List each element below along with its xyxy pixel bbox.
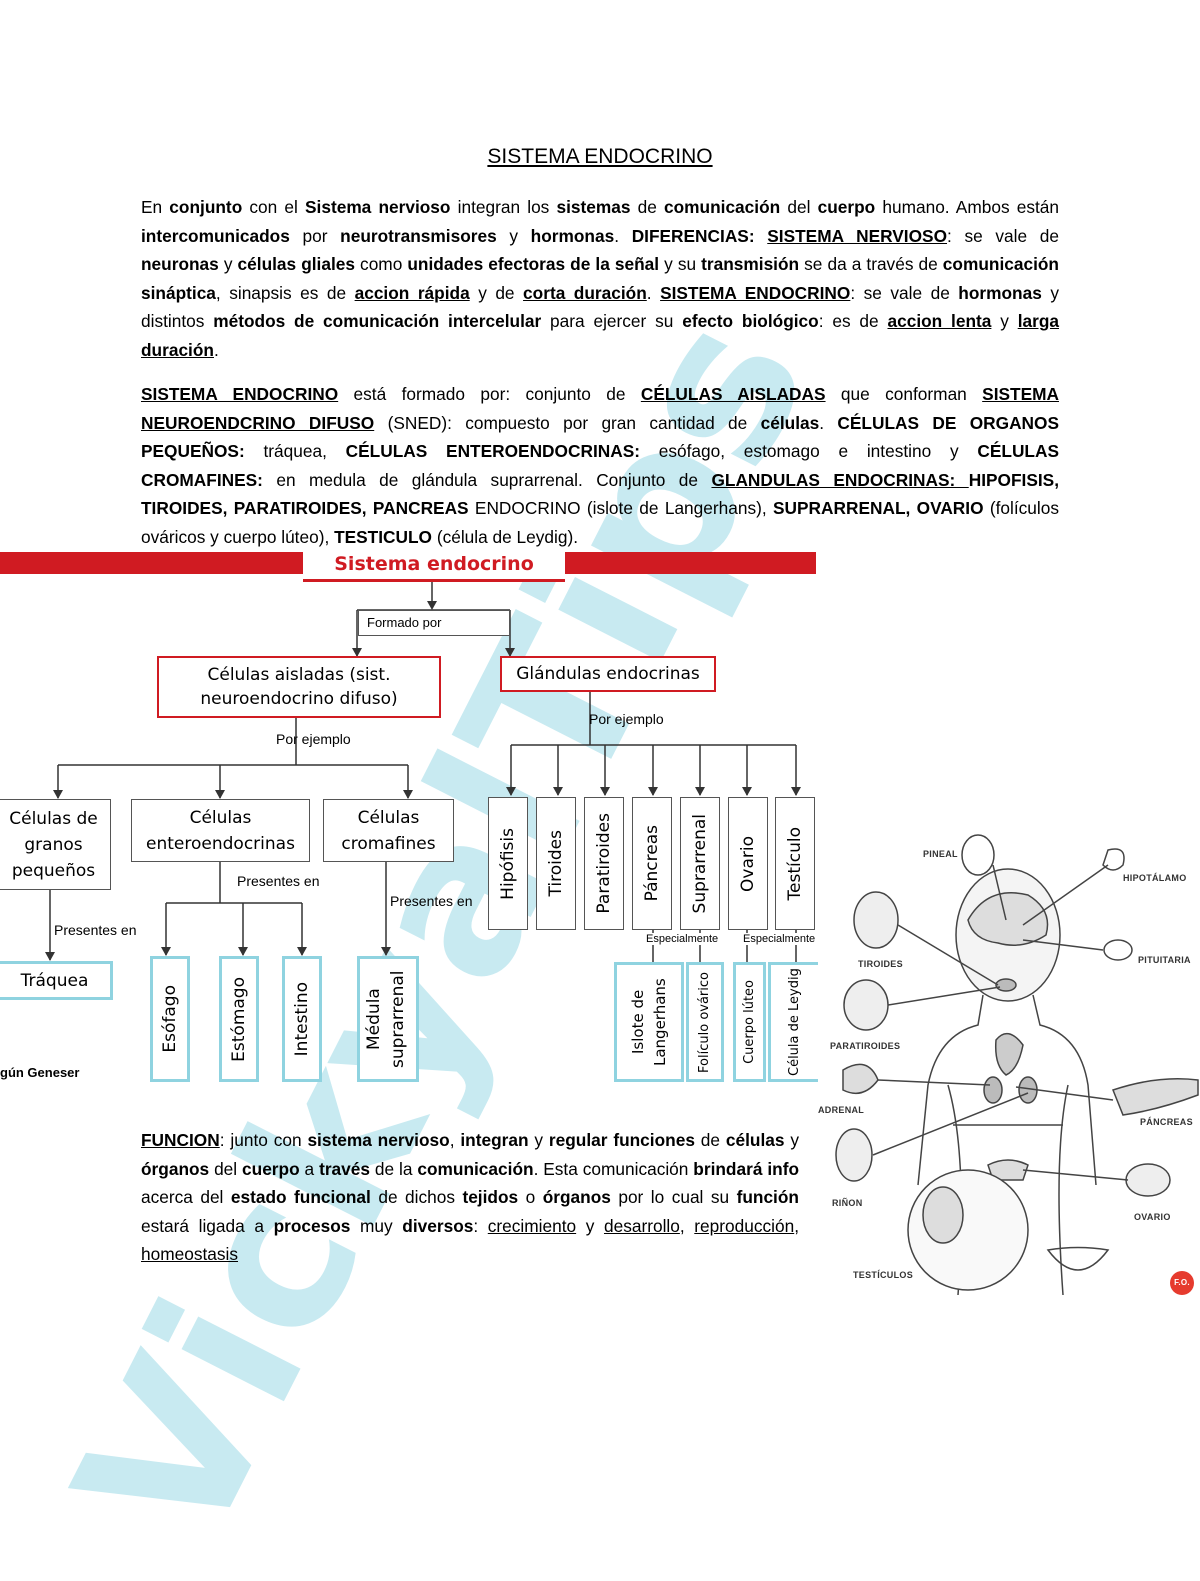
- esofago-label: Esófago: [160, 985, 180, 1053]
- function-paragraph: FUNCION: junto con sistema nervioso, int…: [141, 1130, 800, 1264]
- estomago-label: Estómago: [229, 976, 249, 1062]
- presentes-en-label-3: Presentes en: [54, 922, 137, 938]
- leydig-box: Célula de Leydig: [768, 962, 818, 1082]
- presentes-en-label-1: Presentes en: [237, 873, 320, 889]
- medula-label: Médula suprarrenal: [364, 970, 408, 1068]
- fo-badge: F.O.: [1170, 1271, 1194, 1295]
- label-testiculos: TESTÍCULOS: [853, 1270, 914, 1280]
- gland-box: Páncreas: [632, 797, 672, 930]
- cuerpo-luteo-box: Cuerpo lúteo: [733, 962, 766, 1082]
- medula-box: Médula suprarrenal: [357, 956, 419, 1082]
- cuerpo-luteo-label: Cuerpo lúteo: [741, 980, 757, 1064]
- gland-box: Ovario: [728, 797, 768, 930]
- gland-label: Hipófisis: [498, 827, 518, 900]
- islote-label: Islote de Langerhans: [629, 978, 669, 1066]
- source-label: gún Geneser: [0, 1065, 80, 1080]
- gland-label: Suprarrenal: [690, 813, 710, 914]
- islote-box: Islote de Langerhans: [614, 962, 684, 1082]
- formado-por-label: Formado por: [358, 610, 510, 636]
- gland-label: Testículo: [785, 826, 805, 901]
- especialmente-label-1: Especialmente: [646, 933, 719, 945]
- gland-label: Paratiroides: [594, 813, 614, 914]
- foliculo-label: Folículo ovárico: [697, 971, 712, 1073]
- por-ejemplo-label-1: Por ejemplo: [276, 731, 351, 747]
- traquea-box: Tráquea: [0, 961, 113, 1000]
- celulas-cromafines-box: Células cromafines: [323, 799, 454, 862]
- label-rinon: RIÑON: [832, 1198, 863, 1208]
- gland-label: Ovario: [738, 835, 758, 892]
- gland-label: Tiroides: [546, 830, 566, 897]
- label-hipotalamo: HIPOTÁLAMO: [1123, 873, 1187, 883]
- label-adrenal: ADRENAL: [818, 1105, 865, 1115]
- esofago-box: Esófago: [150, 956, 190, 1082]
- gland-box: Testículo: [775, 797, 815, 930]
- intestino-box: Intestino: [282, 956, 322, 1082]
- diagram-header: Sistema endocrino: [303, 548, 565, 582]
- label-paratiroides: PARATIROIDES: [830, 1041, 901, 1051]
- gland-box: Tiroides: [536, 797, 576, 930]
- estomago-box: Estómago: [219, 956, 259, 1082]
- intestino-label: Intestino: [292, 981, 312, 1057]
- label-pineal: PINEAL: [923, 849, 958, 859]
- foliculo-box: Folículo ovárico: [686, 962, 724, 1082]
- gland-box: Suprarrenal: [680, 797, 720, 930]
- por-ejemplo-label-2: Por ejemplo: [589, 711, 664, 727]
- human-body-figure: [835, 834, 1199, 1296]
- celulas-granos-box: Células de granos pequeños: [0, 799, 111, 890]
- gland-label: Páncreas: [642, 825, 662, 902]
- celulas-aisladas-box: Células aisladas (sist. neuroendocrino d…: [157, 656, 441, 718]
- anatomy-illustration: PINEAL HIPOTÁLAMO TIROIDES PITUITARIA PA…: [818, 825, 1200, 1296]
- presentes-en-label-2: Presentes en: [390, 893, 473, 909]
- label-pancreas: PÁNCREAS: [1140, 1117, 1193, 1127]
- especialmente-label-2: Especialmente: [743, 933, 816, 945]
- gland-box: Paratiroides: [584, 797, 624, 930]
- gland-box: Hipófisis: [488, 797, 528, 930]
- glandulas-endocrinas-box: Glándulas endocrinas: [500, 656, 716, 692]
- page-title: SISTEMA ENDOCRINO: [487, 145, 713, 168]
- composition-paragraph: SISTEMA ENDOCRINO está formado por: conj…: [141, 384, 1060, 547]
- label-pituitaria: PITUITARIA: [1138, 955, 1191, 965]
- celulas-entero-box: Células enteroendocrinas: [131, 799, 310, 862]
- leydig-label: Célula de Leydig: [786, 968, 802, 1076]
- intro-paragraph: En conjunto con el Sistema nervioso inte…: [141, 197, 1060, 360]
- label-ovario: OVARIO: [1134, 1212, 1171, 1222]
- label-tiroides: TIROIDES: [858, 959, 903, 969]
